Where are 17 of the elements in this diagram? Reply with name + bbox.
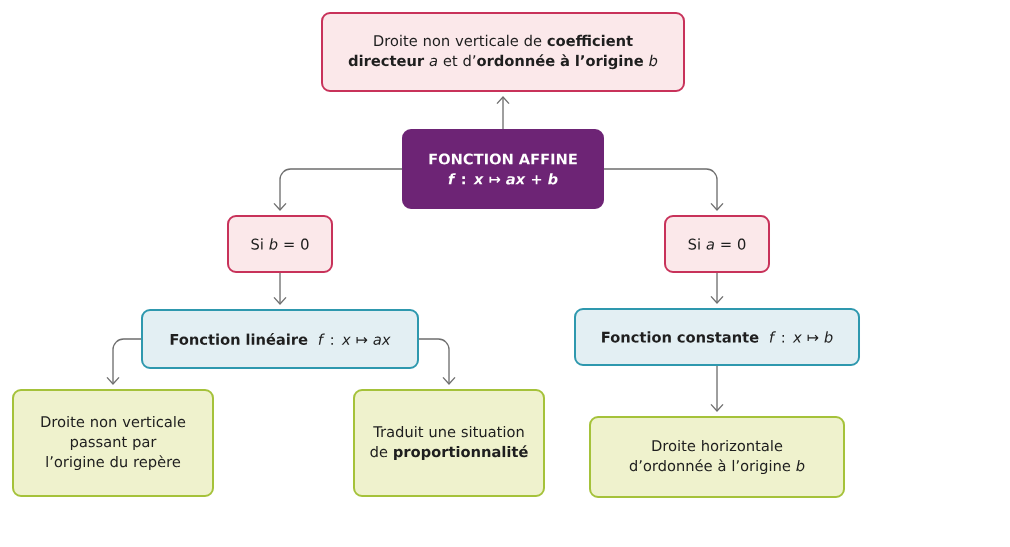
arrow xyxy=(106,338,142,385)
arrow xyxy=(710,365,724,412)
arrow xyxy=(273,168,403,211)
statement-box: Droite non verticale de coefficient directeur a et d’ordonnée à l’origine b xyxy=(321,12,685,92)
condition-box: Si b = 0 xyxy=(227,215,333,273)
condition-box: Si a = 0 xyxy=(664,215,770,273)
property-box: Droite horizontale d’ordonnée à l’origine b xyxy=(589,416,845,498)
title-box: FONCTION AFFINE f : x ↦ ax + b xyxy=(402,129,604,209)
function-box: Fonction linéaire f : x ↦ ax xyxy=(141,309,419,369)
property-box: Traduit une situation de proportionnalité xyxy=(353,389,545,497)
function-box: Fonction constante f : x ↦ b xyxy=(574,308,860,366)
arrow xyxy=(496,96,510,130)
arrow xyxy=(418,338,456,385)
arrow xyxy=(603,168,724,211)
property-box: Droite non verticale passant par l’origine du repère xyxy=(12,389,214,497)
arrow xyxy=(710,272,724,304)
arrow xyxy=(273,272,287,305)
